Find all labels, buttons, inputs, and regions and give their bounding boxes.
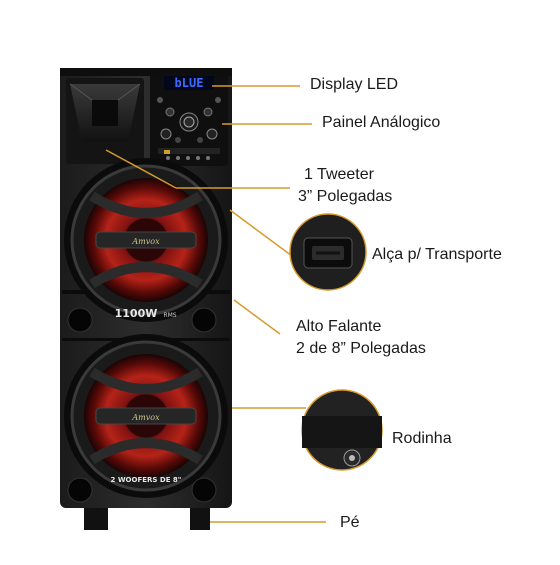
label-alto-falante: Alto Falante 2 de 8” Polegadas [296, 316, 426, 360]
brand-top: Amvox [131, 237, 160, 246]
callout-lines [105, 85, 326, 523]
label-alto-line2: 2 de 8” Polegadas [296, 340, 426, 357]
brand-bottom: Amvox [131, 413, 160, 422]
label-pe: Pé [340, 514, 360, 531]
label-display-led: Display LED [310, 76, 399, 93]
control-panel: bLUE [150, 74, 228, 166]
handle-detail-icon [289, 213, 367, 291]
woofer-top: Amvox 1100W RMS [64, 158, 228, 333]
label-tweeter-line1: 1 Tweeter [304, 166, 374, 183]
woofer-bottom: Amvox 2 WOOFERS DE 8" [64, 334, 228, 503]
label-rodinha: Rodinha [392, 430, 452, 447]
label-painel: Painel Análogico [322, 114, 441, 131]
wheel-detail-icon [301, 389, 383, 471]
rms-badge: RMS [163, 312, 176, 319]
display-led-text: bLUE [175, 76, 204, 90]
woofers-badge: 2 WOOFERS DE 8" [111, 476, 182, 484]
speaker-feet [84, 508, 210, 530]
tweeter-horn [66, 78, 144, 164]
label-tweeter: 1 Tweeter 3” Polegadas [298, 164, 392, 208]
label-tweeter-line2: 3” Polegadas [298, 188, 393, 205]
label-alca: Alça p/ Transporte [372, 246, 502, 263]
power-badge: 1100W [115, 307, 158, 320]
label-alto-line1: Alto Falante [296, 318, 382, 335]
